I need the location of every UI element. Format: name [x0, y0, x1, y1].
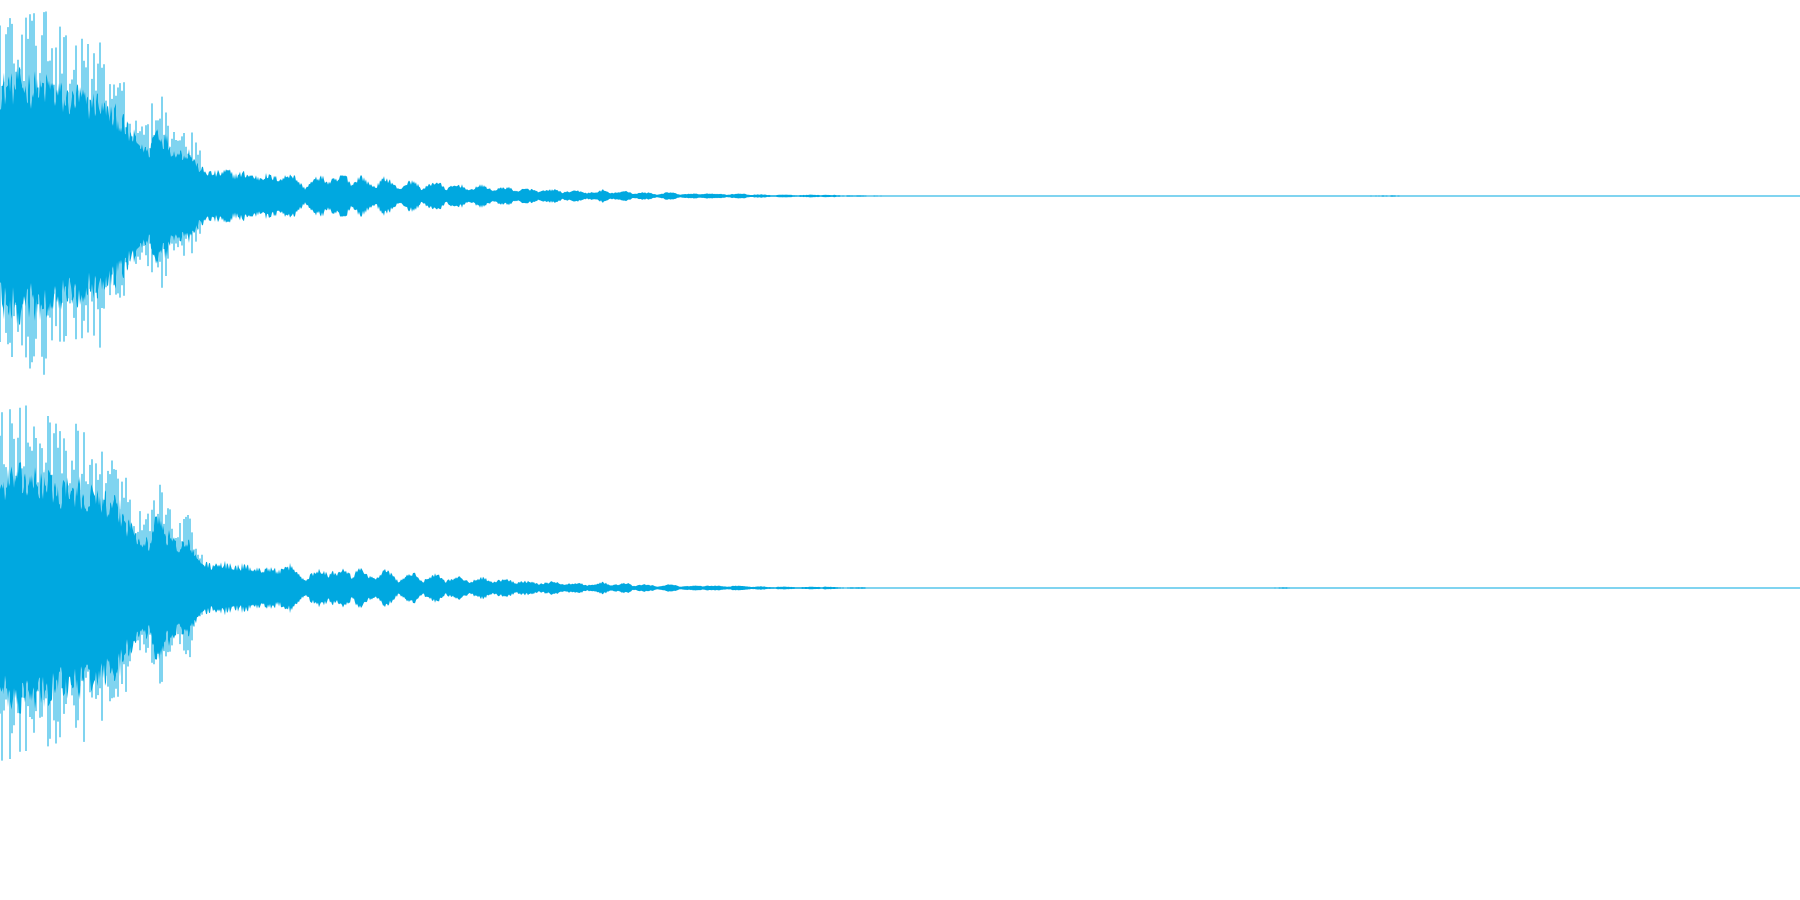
waveform-channel-1 — [0, 11, 1800, 375]
channel-1-envelope — [0, 66, 1568, 326]
channel-2-envelope — [0, 462, 1568, 714]
waveform-channel-2 — [0, 405, 1800, 761]
